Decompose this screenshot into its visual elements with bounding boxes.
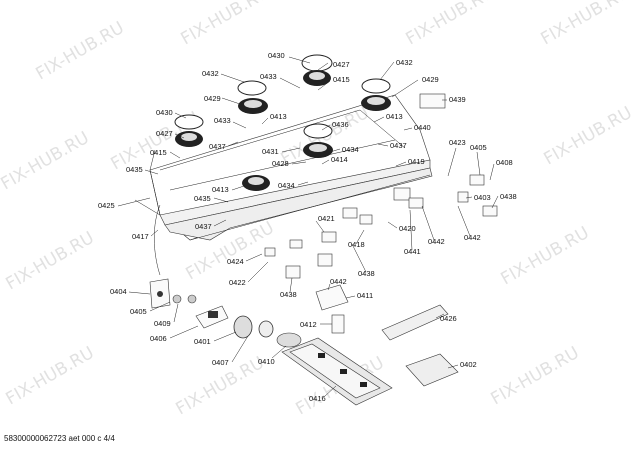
label-0429: 0429 [204,94,221,103]
label-0439: 0439 [449,95,466,104]
label-0429: 0429 [422,75,439,84]
label-0427: 0427 [156,129,173,138]
label-0430: 0430 [268,51,285,60]
label-0438: 0438 [280,290,297,299]
watermark-text: FIX-HUB.RU [33,18,128,84]
label-0403: 0403 [474,193,491,202]
label-0424: 0424 [227,257,244,266]
label-0414: 0414 [331,155,348,164]
burner-rear-left [237,80,268,114]
watermark-text: FIX-HUB.RU [403,0,498,49]
label-0427: 0427 [333,60,350,69]
label-0418: 0418 [348,240,365,249]
watermark-text: FIX-HUB.RU [498,223,593,289]
label-0436: 0436 [332,120,349,129]
label-0405: 0405 [130,307,147,316]
label-0417: 0417 [132,232,149,241]
document-id: 58300000062723 aet 000 c 4/4 [4,434,115,443]
part-callouts: 0430 0427 0432 0433 0415 0432 0429 0439 … [98,51,517,403]
gas-valves [264,93,498,279]
label-0431: 0431 [262,147,279,156]
valve-bracket [315,284,349,311]
label-0430: 0430 [156,108,173,117]
label-0415: 0415 [333,75,350,84]
burner-front [242,175,270,191]
label-0412: 0412 [300,320,317,329]
label-0442: 0442 [330,277,347,286]
burner-rear-right [361,78,391,111]
watermark-text: FIX-HUB.RU [488,343,583,409]
label-0442: 0442 [464,233,481,242]
label-0416: 0416 [309,394,326,403]
spark-switch [195,305,229,329]
label-0406: 0406 [150,334,167,343]
label-0441: 0441 [404,247,421,256]
label-0423: 0423 [449,138,466,147]
electrode-holder [331,314,345,334]
ignition-module [405,353,459,387]
label-0401: 0401 [194,337,211,346]
label-0411: 0411 [357,291,373,300]
label-0402: 0402 [460,360,477,369]
label-0422: 0422 [229,278,246,287]
label-0432: 0432 [396,58,413,67]
label-0434: 0434 [278,181,295,190]
mounting-bracket [149,278,171,309]
label-0413: 0413 [270,112,287,121]
gas-rail [134,109,406,216]
label-0442: 0442 [428,237,445,246]
label-0437: 0437 [209,142,226,151]
burner-rear-center [301,54,333,86]
label-0437: 0437 [195,222,212,231]
label-0420: 0420 [399,224,416,233]
watermark-text: FIX-HUB.RU [0,128,93,194]
label-0421: 0421 [318,214,335,223]
burner-rail [281,337,393,406]
label-0435: 0435 [194,194,211,203]
label-0415: 0415 [150,148,167,157]
label-0405: 0405 [470,143,487,152]
label-0433: 0433 [260,72,277,81]
label-0438: 0438 [500,192,517,201]
watermark-text: FIX-HUB.RU [541,103,636,169]
burner-center [303,123,333,158]
label-0433: 0433 [214,116,231,125]
label-0413: 0413 [386,112,403,121]
label-0432: 0432 [202,69,219,78]
label-0410: 0410 [258,357,275,366]
label-0425: 0425 [98,201,115,210]
watermark-text: FIX-HUB.RU [3,228,98,294]
label-0434: 0434 [342,145,359,154]
watermark-text: FIX-HUB.RU [3,343,98,409]
label-0428: 0428 [272,159,289,168]
label-0426: 0426 [440,314,457,323]
label-0407: 0407 [212,358,229,367]
thermocouple-wire [153,204,161,276]
label-0404: 0404 [110,287,127,296]
label-0435: 0435 [126,165,143,174]
gas-fitting [276,332,302,348]
label-0440: 0440 [414,123,431,132]
burner-left [174,114,204,147]
watermark-text: FIX-HUB.RU [538,0,633,49]
watermark-text: FIX-HUB.RU [178,0,273,49]
control-knob [233,315,274,339]
label-0438: 0438 [358,269,375,278]
knob-clip [187,294,197,304]
label-0413: 0413 [212,185,229,194]
label-0408: 0408 [496,158,513,167]
trim-strip [381,304,449,341]
label-0437: 0437 [390,141,407,150]
label-0419: 0419 [408,157,425,166]
knob-ring [172,294,182,304]
label-0409: 0409 [154,319,171,328]
